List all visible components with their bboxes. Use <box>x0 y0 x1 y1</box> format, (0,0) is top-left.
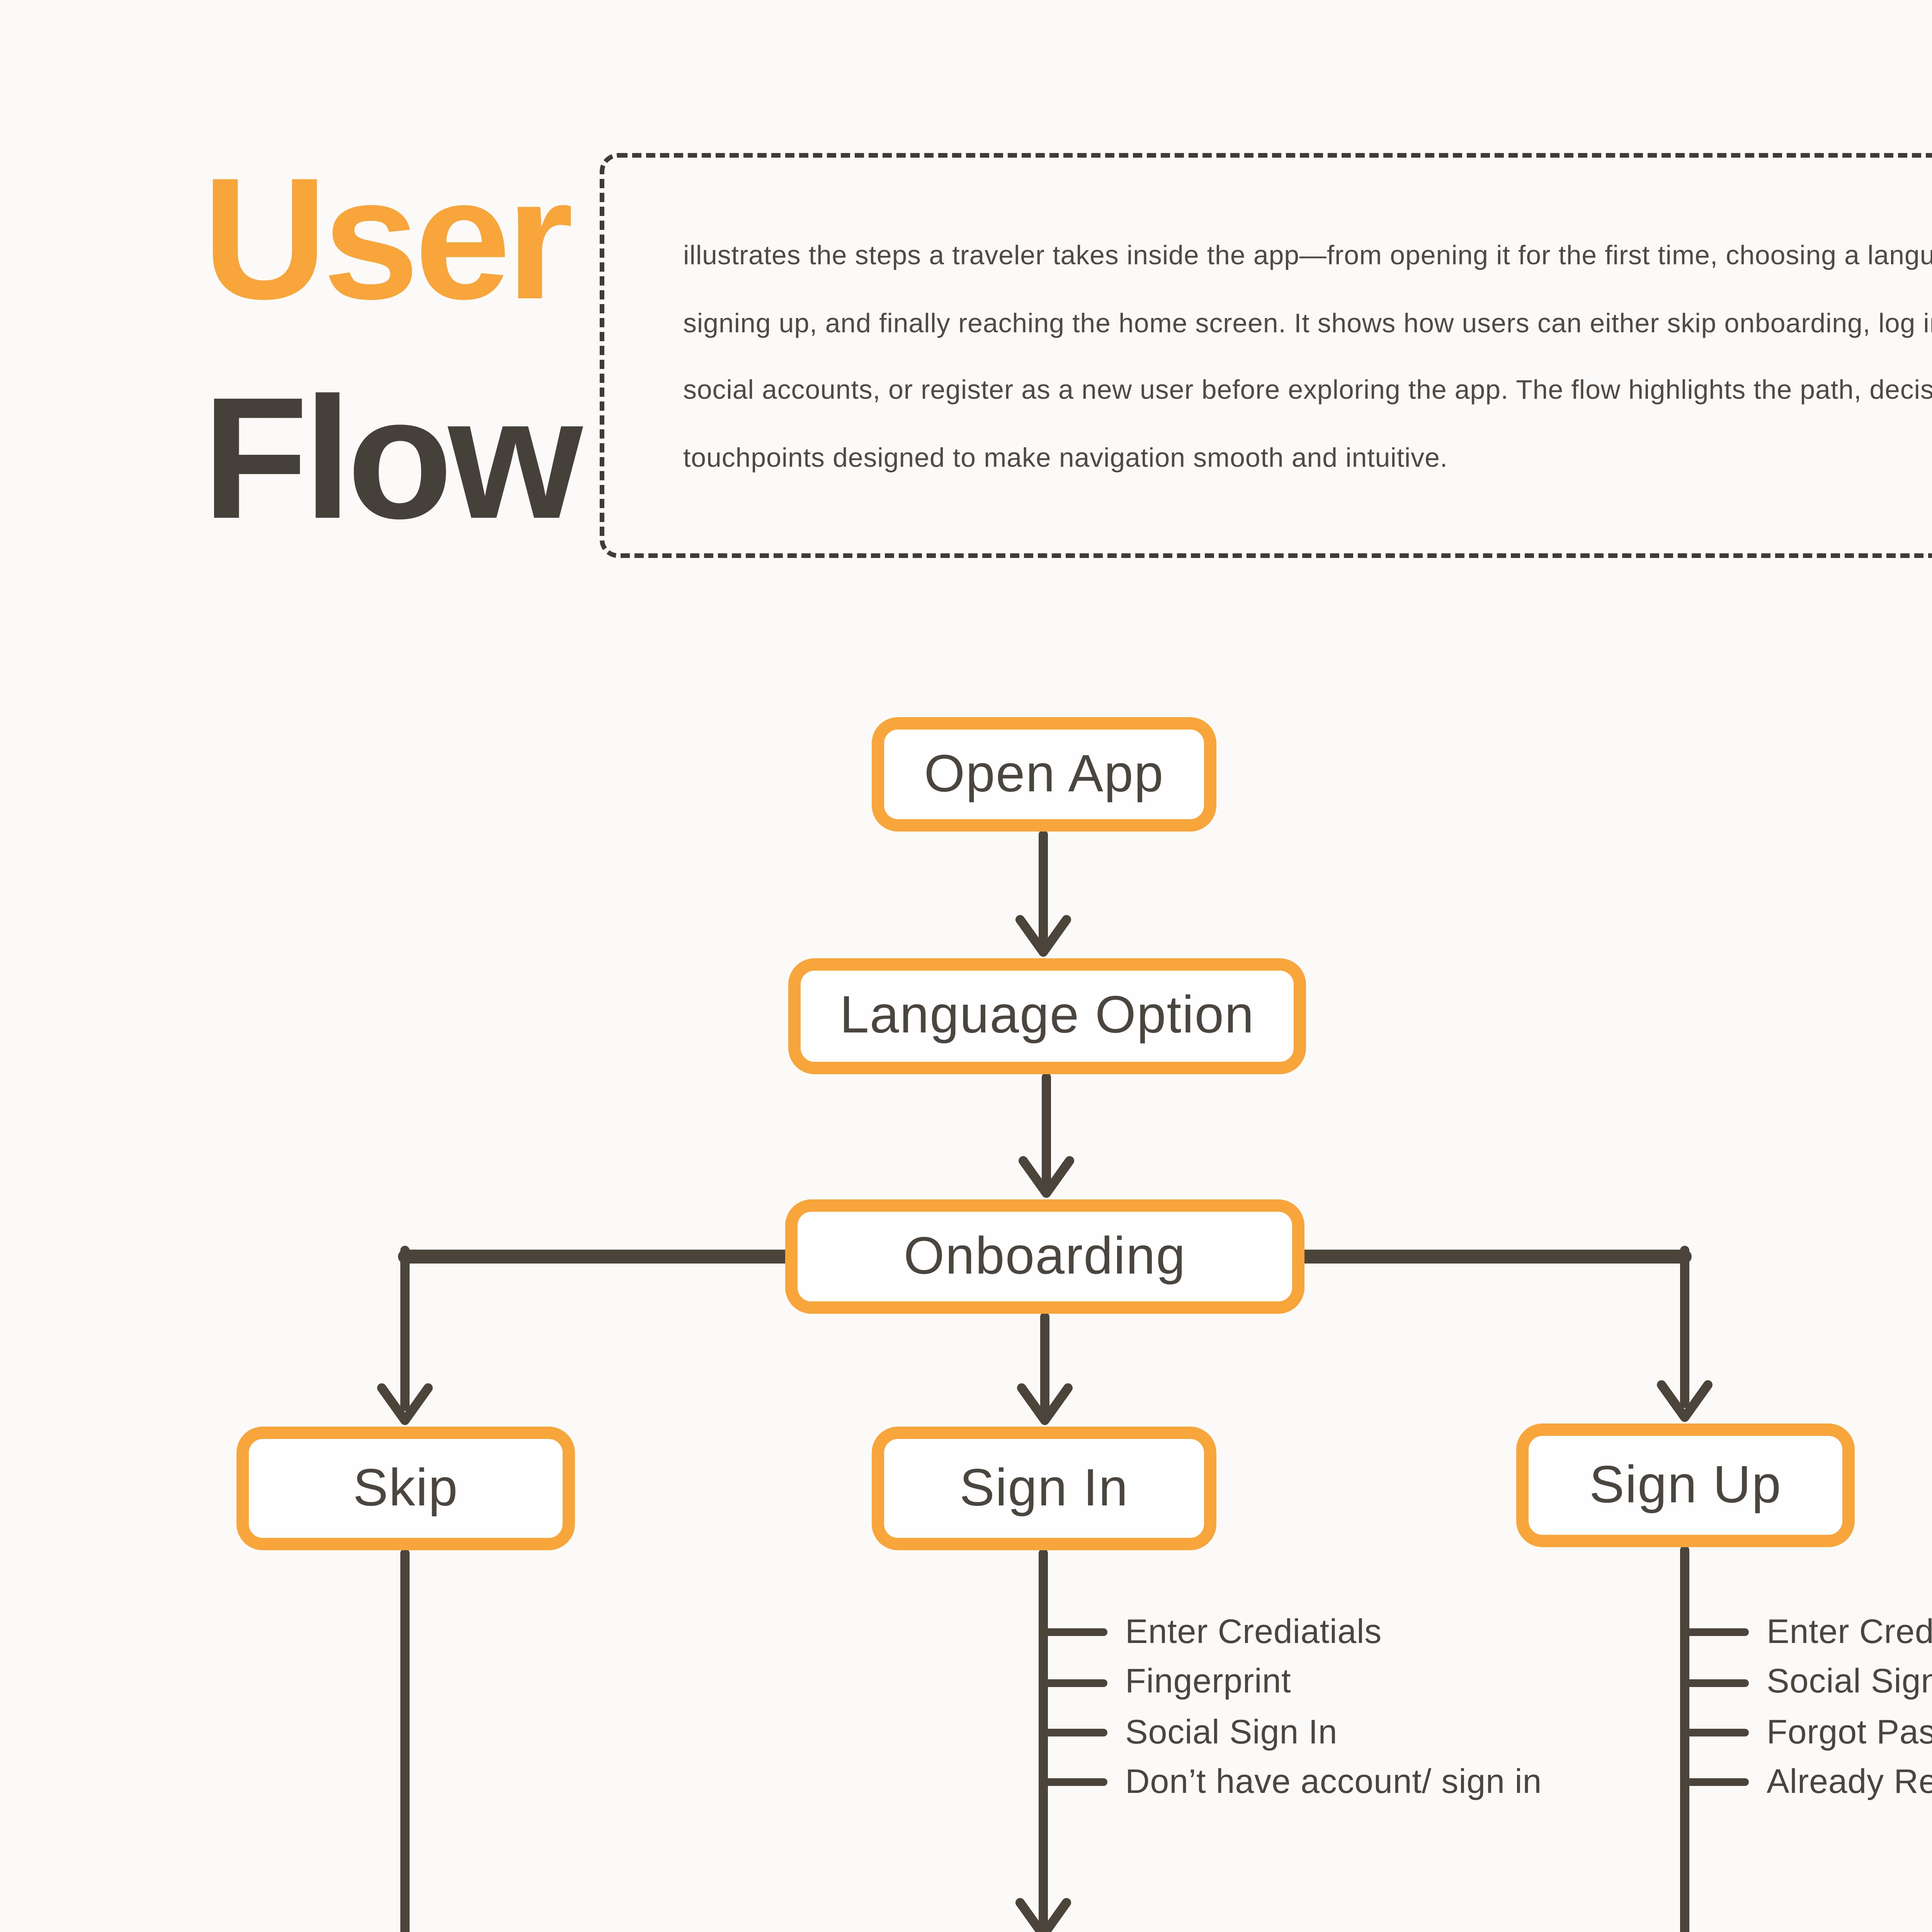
node-open-app-label: Open App <box>924 744 1164 803</box>
sign-in-option: Fingerprint <box>1125 1662 1291 1701</box>
description-panel: illustrates the steps a traveler takes i… <box>600 153 1932 558</box>
sign-up-option: Already Registered/Login <box>1767 1762 1932 1801</box>
node-sign-in-label: Sign In <box>959 1458 1129 1517</box>
sign-in-option: Enter Crediatials <box>1125 1612 1382 1651</box>
node-sign-in: Sign In <box>872 1427 1216 1550</box>
description-text: illustrates the steps a traveler takes i… <box>683 240 1932 472</box>
node-skip: Skip <box>236 1427 575 1550</box>
node-language-option-label: Language Option <box>840 986 1255 1045</box>
node-onboarding: Onboarding <box>785 1199 1304 1314</box>
sign-in-option: Social Sign In <box>1125 1712 1338 1751</box>
sign-up-option: Social Sign up <box>1767 1662 1932 1701</box>
arrowhead-down-home <box>1015 1898 1071 1932</box>
arrowhead-down-language-option <box>1015 915 1071 957</box>
node-onboarding-label: Onboarding <box>903 1226 1186 1285</box>
sign-up-option: Forgot Password <box>1767 1712 1932 1751</box>
sign-up-options-list: Enter Crediatials Social Sign up Forgot … <box>1767 1607 1932 1807</box>
node-sign-up: Sign Up <box>1516 1423 1855 1547</box>
node-language-option: Language Option <box>788 958 1306 1074</box>
title-word-user: User <box>202 142 573 335</box>
arrowhead-down-onboarding <box>1019 1156 1074 1198</box>
sign-in-option: Don’t have account/ sign in <box>1125 1762 1542 1801</box>
title-word-flow: Flow <box>202 362 583 555</box>
arrowhead-down-skip <box>377 1383 433 1425</box>
sign-in-options-list: Enter Crediatials Fingerprint Social Sig… <box>1125 1607 1542 1807</box>
node-open-app: Open App <box>872 717 1216 832</box>
arrowhead-down-sign-up <box>1657 1380 1713 1422</box>
page-title: User Flow <box>202 130 583 570</box>
node-sign-up-label: Sign Up <box>1589 1455 1782 1514</box>
arrowhead-down-sign-in <box>1017 1383 1073 1425</box>
sign-up-option: Enter Crediatials <box>1767 1612 1932 1651</box>
node-skip-label: Skip <box>353 1458 459 1517</box>
